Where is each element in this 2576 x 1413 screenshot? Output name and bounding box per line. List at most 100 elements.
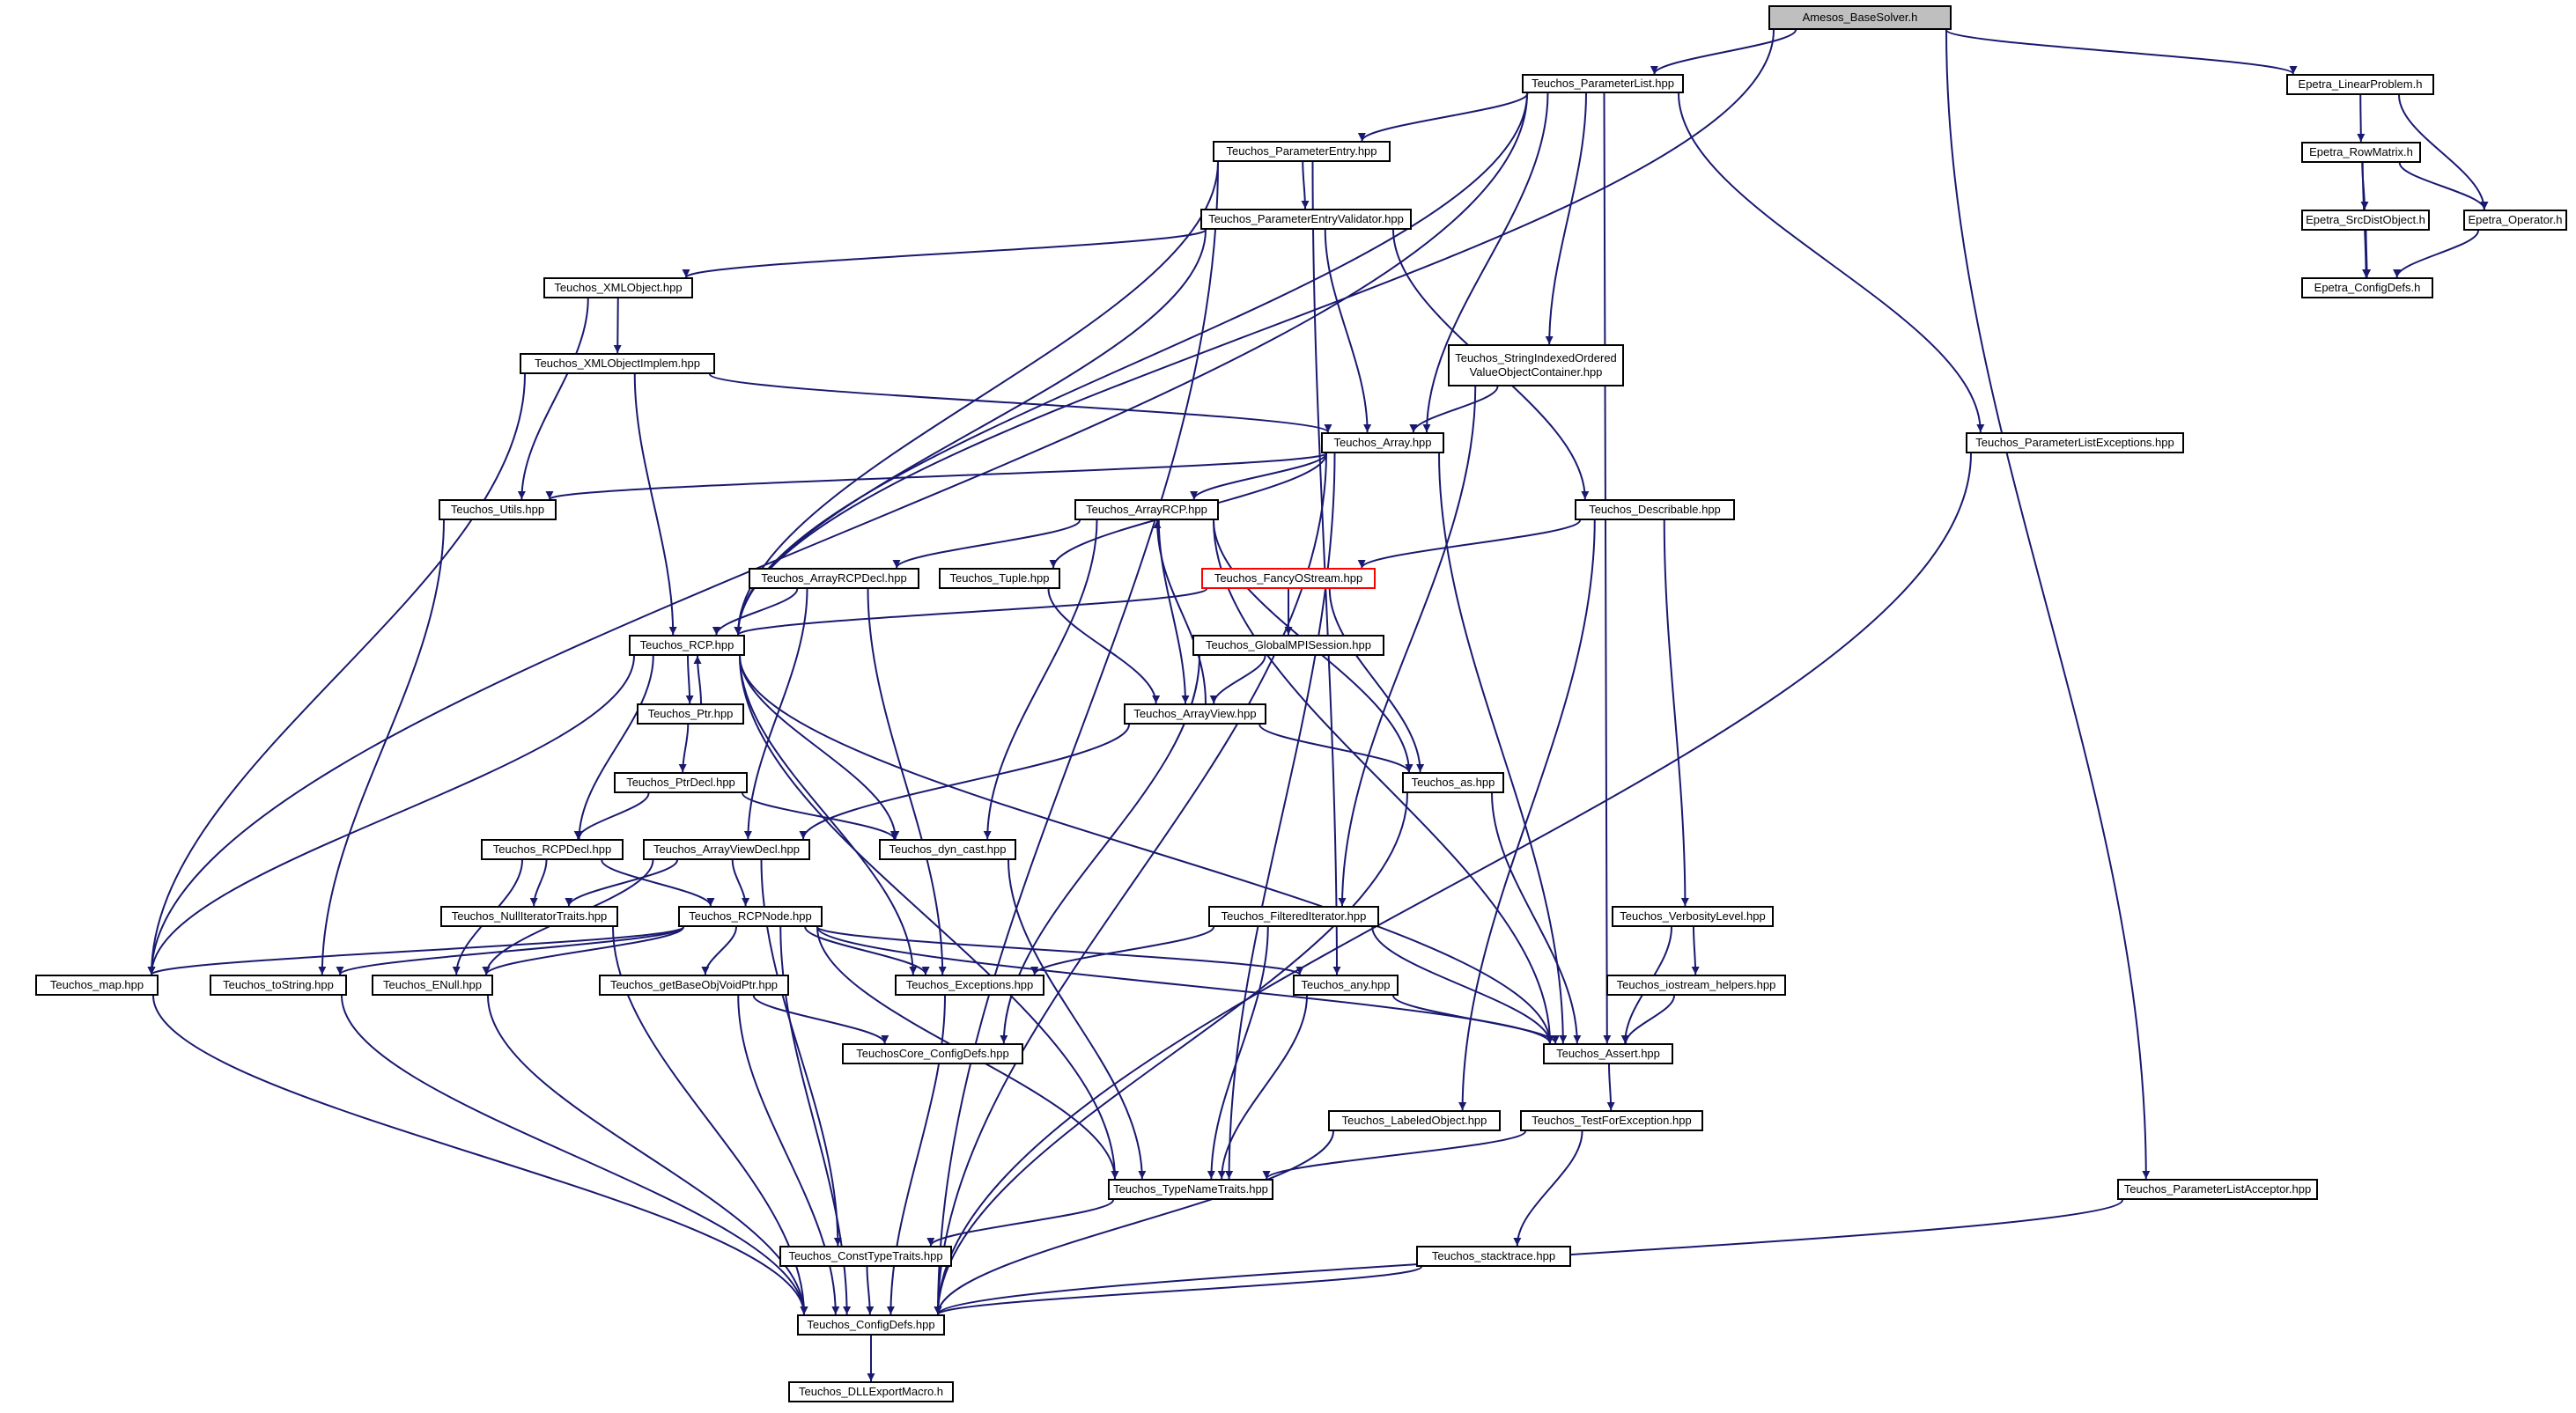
node-teuchos-enull-hpp[interactable]: Teuchos_ENull.hpp [372, 975, 493, 996]
node-teuchos-array-hpp[interactable]: Teuchos_Array.hpp [1321, 432, 1444, 453]
node-label: Teuchos_ParameterEntry.hpp [1226, 144, 1377, 158]
edge-rcp-to-typename [739, 655, 1119, 1180]
node-teuchos-ptrdecl-hpp[interactable]: Teuchos_PtrDecl.hpp [614, 772, 748, 793]
node-teuchos-verbositylevel-hpp[interactable]: Teuchos_VerbosityLevel.hpp [1612, 906, 1774, 927]
node-epetra-configdefs-h[interactable]: Epetra_ConfigDefs.h [2301, 277, 2433, 298]
node-epetra-linearproblem-h[interactable]: Epetra_LinearProblem.h [2286, 74, 2434, 95]
edge-rcp-to-rcpdecl [575, 655, 654, 840]
edge-xmlobj-to-utils [517, 298, 589, 500]
edge-rcp-to-map [147, 655, 635, 975]
edge-rcpnode-to-getbase [701, 926, 737, 975]
node-label: Teuchos_TypeNameTraits.hpp [1113, 1182, 1268, 1196]
node-teuchos-parameterentry-hpp[interactable]: Teuchos_ParameterEntry.hpp [1213, 141, 1391, 162]
node-teuchos-as-hpp[interactable]: Teuchos_as.hpp [1402, 772, 1504, 793]
node-teuchos-rcpnode-hpp[interactable]: Teuchos_RCPNode.hpp [678, 906, 823, 927]
node-label: Teuchos_StringIndexedOrdered ValueObject… [1455, 351, 1617, 379]
edge-plist-to-plistexc [1678, 92, 1985, 433]
node-teuchos-dyn-cast-hpp[interactable]: Teuchos_dyn_cast.hpp [879, 839, 1016, 860]
edge-testexc-to-stacktrace [1513, 1130, 1583, 1247]
edge-arrayview-to-arrayviewdecl [799, 724, 1130, 840]
node-teuchos-arrayview-hpp[interactable]: Teuchos_ArrayView.hpp [1124, 703, 1266, 725]
node-teuchoscore-configdefs-hpp[interactable]: TeuchosCore_ConfigDefs.hpp [842, 1043, 1023, 1064]
node-label: TeuchosCore_ConfigDefs.hpp [856, 1047, 1009, 1061]
node-teuchos-parameterentryvalidator-hpp[interactable]: Teuchos_ParameterEntryValidator.hpp [1200, 209, 1412, 230]
node-label: Teuchos_ConfigDefs.hpp [807, 1318, 935, 1332]
edge-esrcdist-to-econfig [2363, 230, 2372, 278]
node-teuchos-xmlobject-hpp[interactable]: Teuchos_XMLObject.hpp [543, 277, 693, 298]
edge-ptr-to-ptrdecl [678, 724, 690, 773]
node-teuchos-globalmpisession-hpp[interactable]: Teuchos_GlobalMPISession.hpp [1192, 635, 1384, 656]
node-teuchos-nulliteratortraits-hpp[interactable]: Teuchos_NullIteratorTraits.hpp [440, 906, 618, 927]
node-teuchos-iostream-helpers-hpp[interactable]: Teuchos_iostream_helpers.hpp [1606, 975, 1786, 996]
edge-arrayrcp-to-dyncast [983, 519, 1098, 840]
node-epetra-operator-h[interactable]: Epetra_Operator.h [2463, 210, 2567, 231]
edge-rcp-to-ptr [685, 655, 694, 704]
node-teuchos-parameterlist-hpp[interactable]: Teuchos_ParameterList.hpp [1522, 74, 1684, 93]
node-teuchos-arrayviewdecl-hpp[interactable]: Teuchos_ArrayViewDecl.hpp [643, 839, 810, 860]
node-label: Teuchos_any.hpp [1301, 978, 1391, 992]
node-teuchos-configdefs-hpp[interactable]: Teuchos_ConfigDefs.hpp [797, 1314, 945, 1336]
node-teuchos-typenametraits-hpp[interactable]: Teuchos_TypeNameTraits.hpp [1108, 1179, 1273, 1200]
edge-as-to-assert [1491, 792, 1582, 1044]
edge-typename-to-consttype [926, 1199, 1114, 1247]
node-label: Teuchos_TestForException.hpp [1532, 1114, 1692, 1128]
edge-as-to-configdefs [934, 792, 1408, 1315]
edge-array-to-assert [1438, 453, 1568, 1044]
node-amesos-basesolver-h[interactable]: Amesos_BaseSolver.h [1768, 5, 1952, 30]
edge-testexc-to-typename [1262, 1130, 1526, 1180]
node-label: Teuchos_GlobalMPISession.hpp [1206, 638, 1371, 652]
edge-arrayview-to-as [1258, 724, 1413, 773]
node-teuchos-rcp-hpp[interactable]: Teuchos_RCP.hpp [629, 635, 745, 656]
edge-any-to-typename [1217, 995, 1308, 1180]
node-teuchos-any-hpp[interactable]: Teuchos_any.hpp [1293, 975, 1399, 996]
node-label: Teuchos_Describable.hpp [1589, 503, 1721, 517]
node-teuchos-xmlobjectimplem-hpp[interactable]: Teuchos_XMLObjectImplem.hpp [520, 353, 715, 374]
node-teuchos-fancyostream-hpp[interactable]: Teuchos_FancyOStream.hpp [1201, 568, 1376, 589]
node-label: Teuchos_dyn_cast.hpp [889, 843, 1007, 857]
edge-plistexc-to-configdefs [934, 453, 1972, 1315]
node-teuchos-parameterlistexceptions-hpp[interactable]: Teuchos_ParameterListExceptions.hpp [1966, 432, 2184, 453]
edge-sioc-to-array [1409, 386, 1499, 433]
node-teuchos-dllexportmacro-h[interactable]: Teuchos_DLLExportMacro.h [788, 1381, 954, 1402]
edge-assert-to-testexc [1606, 1063, 1615, 1111]
node-teuchos-testforexception-hpp[interactable]: Teuchos_TestForException.hpp [1520, 1110, 1703, 1131]
node-label: Teuchos_Ptr.hpp [647, 707, 734, 721]
edge-elinprob-to-erowmat [2357, 94, 2366, 143]
edge-pentry-to-configdefs [934, 161, 1219, 1315]
node-teuchos-getbaseobjvoidptr-hpp[interactable]: Teuchos_getBaseObjVoidPtr.hpp [599, 975, 789, 996]
node-teuchos-filterediterator-hpp[interactable]: Teuchos_FilteredIterator.hpp [1208, 906, 1379, 927]
node-label: Teuchos_Assert.hpp [1556, 1047, 1660, 1061]
edge-xmlimpl-to-map [147, 373, 526, 975]
edge-map-to-configdefs [152, 995, 808, 1315]
node-teuchos-describable-hpp[interactable]: Teuchos_Describable.hpp [1575, 499, 1735, 520]
node-label: Teuchos_iostream_helpers.hpp [1616, 978, 1776, 992]
node-label: Epetra_SrcDistObject.h [2306, 213, 2425, 227]
node-teuchos-arrayrcpdecl-hpp[interactable]: Teuchos_ArrayRCPDecl.hpp [749, 568, 919, 589]
node-teuchos-map-hpp[interactable]: Teuchos_map.hpp [35, 975, 159, 996]
edge-rcpdecl-to-rcpnode [601, 859, 715, 907]
node-epetra-rowmatrix-h[interactable]: Epetra_RowMatrix.h [2301, 142, 2421, 163]
node-teuchos-exceptions-hpp[interactable]: Teuchos_Exceptions.hpp [895, 975, 1044, 996]
edge-array-to-utils [545, 453, 1327, 500]
node-teuchos-utils-hpp[interactable]: Teuchos_Utils.hpp [439, 499, 557, 520]
node-label: Teuchos_ArrayViewDecl.hpp [653, 843, 800, 857]
node-label: Teuchos_as.hpp [1411, 776, 1495, 790]
edge-describable-to-verbosity [1663, 519, 1689, 907]
node-teuchos-tuple-hpp[interactable]: Teuchos_Tuple.hpp [939, 568, 1060, 589]
node-teuchos-tostring-hpp[interactable]: Teuchos_toString.hpp [210, 975, 347, 996]
node-teuchos-consttypetraits-hpp[interactable]: Teuchos_ConstTypeTraits.hpp [779, 1246, 952, 1267]
node-teuchos-labeledobject-hpp[interactable]: Teuchos_LabeledObject.hpp [1328, 1110, 1501, 1131]
node-label: Teuchos_XMLObject.hpp [554, 281, 683, 295]
node-teuchos-parameterlistacceptor-hpp[interactable]: Teuchos_ParameterListAcceptor.hpp [2117, 1179, 2318, 1200]
edge-plist-to-map [147, 92, 1528, 975]
node-teuchos-stacktrace-hpp[interactable]: Teuchos_stacktrace.hpp [1416, 1246, 1571, 1267]
node-teuchos-assert-hpp[interactable]: Teuchos_Assert.hpp [1543, 1043, 1673, 1064]
node-teuchos-arrayrcp-hpp[interactable]: Teuchos_ArrayRCP.hpp [1074, 499, 1219, 520]
edge-arrayrcp-to-arrayview [1157, 519, 1190, 704]
node-teuchos-stringindexedorderedvalueobjectcontainer-hpp[interactable]: Teuchos_StringIndexedOrdered ValueObject… [1448, 344, 1624, 386]
node-label: Teuchos_NullIteratorTraits.hpp [451, 909, 608, 924]
node-epetra-srcdistobject-h[interactable]: Epetra_SrcDistObject.h [2301, 210, 2430, 231]
node-teuchos-rcpdecl-hpp[interactable]: Teuchos_RCPDecl.hpp [481, 839, 624, 860]
edge-plist-to-array [1422, 92, 1549, 433]
node-teuchos-ptr-hpp[interactable]: Teuchos_Ptr.hpp [637, 703, 744, 725]
